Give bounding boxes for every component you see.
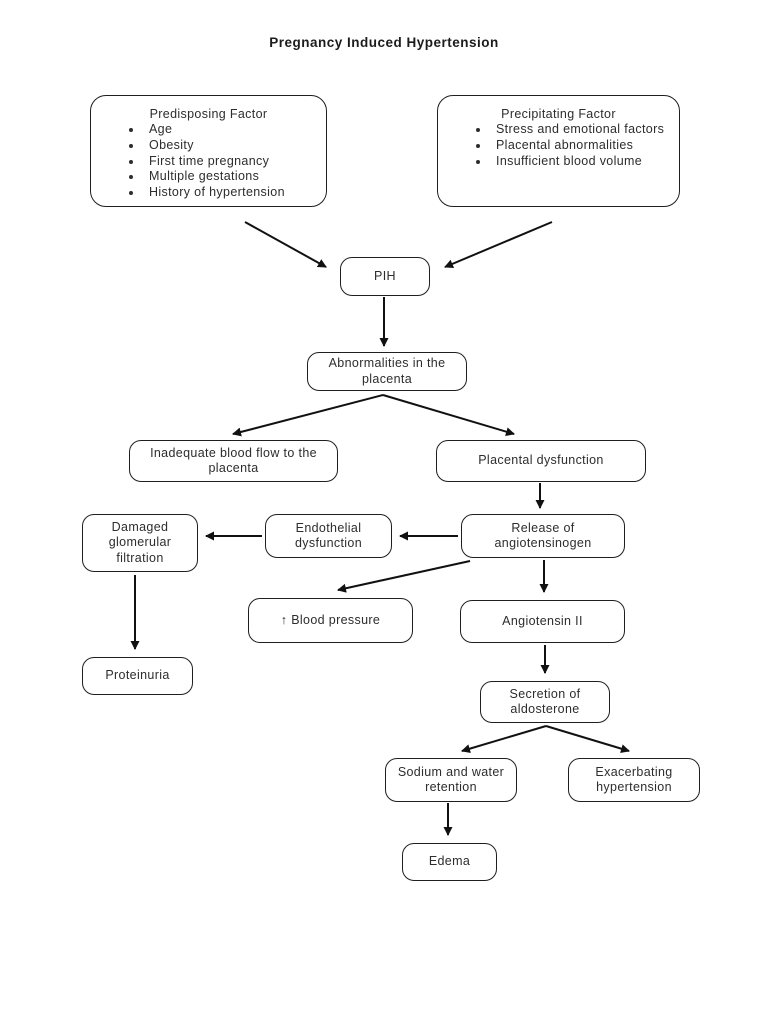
node-label: Endothelial dysfunction (294, 520, 363, 550)
node-sodium-water-retention: Sodium and water retention (385, 758, 517, 802)
node-placental-dysfunction: Placental dysfunction (436, 440, 646, 482)
node-endothelial-dysfunction: Endothelial dysfunction (265, 514, 392, 558)
arrow-release-to-blood-pressure (337, 560, 471, 593)
list-item: First time pregnancy (143, 154, 318, 168)
node-inadequate-blood-flow: Inadequate blood flow to the placenta (129, 440, 338, 482)
page-title: Pregnancy Induced Hypertension (269, 35, 499, 50)
node-label: PIH (374, 268, 396, 283)
predisposing-heading: Predisposing Factor (149, 107, 268, 121)
node-label: Exacerbating hypertension (595, 764, 673, 794)
node-label: ↑ Blood pressure (280, 612, 381, 627)
list-item: History of hypertension (143, 185, 318, 199)
precipitating-heading: Precipitating Factor (501, 107, 616, 121)
arrow-secretion-to-exacerbating (545, 725, 630, 754)
predisposing-list: Age Obesity First time pregnancy Multipl… (91, 122, 318, 199)
node-label: Proteinuria (105, 668, 170, 683)
node-label: Damaged glomerular filtration (108, 520, 172, 565)
arrow-secretion-to-sodium (461, 725, 547, 754)
node-label: Angiotensin II (502, 613, 583, 628)
node-predisposing-factor: Predisposing Factor Age Obesity First ti… (90, 95, 327, 207)
list-item: Stress and emotional factors (490, 122, 671, 136)
arrow-precipitating-to-pih (444, 221, 553, 269)
node-abnormalities-placenta: Abnormalities in the placenta (307, 352, 467, 391)
list-item: Multiple gestations (143, 169, 318, 183)
node-precipitating-factor: Precipitating Factor Stress and emotiona… (437, 95, 680, 207)
node-label: Inadequate blood flow to the placenta (150, 445, 317, 475)
arrow-predisposing-to-pih (244, 221, 327, 268)
list-item: Insufficient blood volume (490, 154, 671, 168)
node-increased-blood-pressure: ↑ Blood pressure (248, 598, 413, 643)
node-label: Secretion of aldosterone (509, 686, 581, 716)
node-label: Edema (428, 854, 471, 869)
node-secretion-aldosterone: Secretion of aldosterone (480, 681, 610, 723)
list-item: Placental abnormalities (490, 138, 671, 152)
node-proteinuria: Proteinuria (82, 657, 193, 695)
list-item: Obesity (143, 138, 318, 152)
precipitating-list: Stress and emotional factors Placental a… (438, 122, 671, 168)
node-label: Release of angiotensinogen (494, 520, 592, 550)
node-exacerbating-hypertension: Exacerbating hypertension (568, 758, 700, 802)
node-angiotensin-ii: Angiotensin II (460, 600, 625, 643)
node-label: Abnormalities in the placenta (328, 356, 446, 386)
node-release-angiotensinogen: Release of angiotensinogen (461, 514, 625, 558)
node-edema: Edema (402, 843, 497, 881)
node-damaged-glomerular-filtration: Damaged glomerular filtration (82, 514, 198, 572)
list-item: Age (143, 122, 318, 136)
arrow-abnormalities-to-inadequate (232, 394, 384, 437)
node-label: Placental dysfunction (478, 453, 604, 468)
node-pih: PIH (340, 257, 430, 296)
node-label: Sodium and water retention (397, 764, 505, 794)
arrow-abnormalities-to-placental (382, 394, 515, 437)
